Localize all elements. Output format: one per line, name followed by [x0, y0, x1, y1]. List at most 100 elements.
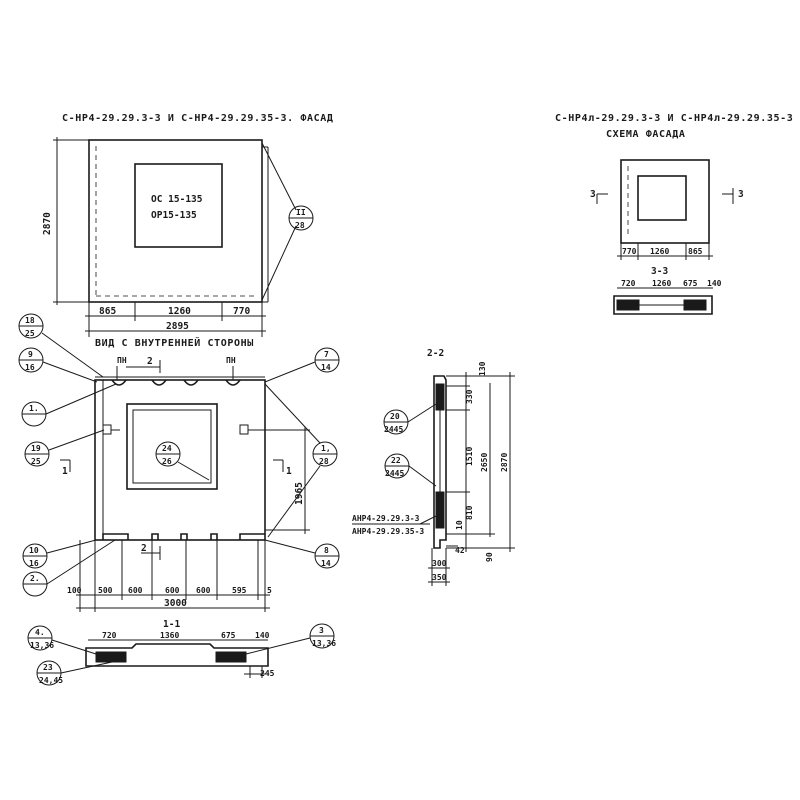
- callout-2: 2.: [22, 539, 116, 597]
- svg-text:2445: 2445: [385, 469, 404, 478]
- facade-dim-total: 2895: [166, 321, 189, 332]
- sec11-dim-1360: 1360: [160, 631, 179, 640]
- inner-center-top: 24: [162, 444, 172, 453]
- inner-cut2-bot: 2: [141, 543, 147, 554]
- inner-dim-600-b: 600: [165, 586, 180, 595]
- sec11-dim-140: 140: [255, 631, 270, 640]
- svg-text:8: 8: [324, 546, 329, 555]
- svg-text:2445: 2445: [384, 425, 403, 434]
- svg-text:25: 25: [31, 457, 41, 466]
- inner-cut1-right: 1: [286, 466, 292, 477]
- sec11-dim-245: 245: [260, 669, 275, 678]
- section-2-2-title: 2-2: [427, 348, 444, 359]
- sec11-dim-675: 675: [221, 631, 236, 640]
- inner-pn-left: ПН: [117, 356, 127, 365]
- sec11-dim-720: 720: [102, 631, 117, 640]
- right-sec-dim-675: 675: [683, 279, 698, 288]
- svg-text:20: 20: [390, 412, 400, 421]
- right-dim-1260: 1260: [650, 247, 669, 256]
- callout-22-2445: 22 2445: [384, 453, 437, 487]
- sec22-dim-90: 90: [485, 552, 494, 562]
- svg-text:28: 28: [319, 457, 329, 466]
- facade-dim-865: 865: [99, 306, 116, 317]
- inner-dim-100: 100: [67, 586, 82, 595]
- window-label-1: ОС 15-135: [151, 194, 203, 205]
- right-cut-left: 3: [590, 189, 596, 200]
- callout-9-16: 9 16: [18, 347, 98, 383]
- inner-view: ПН ПН 2 2 1 1 1965 24 26: [60, 356, 310, 612]
- sec22-dim-42: 42: [455, 546, 465, 555]
- sec22-dim-300: 300: [432, 559, 447, 568]
- callout-23-24-45: 23 24,45: [36, 660, 113, 686]
- right-sec-dim-720: 720: [621, 279, 636, 288]
- callout-3-13-36: 3 13,36: [245, 623, 336, 655]
- right-dim-865: 865: [688, 247, 703, 256]
- facade-dim-1260: 1260: [168, 306, 191, 317]
- svg-text:13,36: 13,36: [312, 639, 336, 648]
- facade-dim-770: 770: [233, 306, 250, 317]
- sec22-label-1: АНР4-29.29.3-3: [352, 514, 420, 523]
- svg-text:16: 16: [29, 559, 39, 568]
- svg-text:13,36: 13,36: [30, 641, 54, 650]
- right-cut-right: 3: [738, 189, 744, 200]
- right-title: С-НР4л-29.29.3-3 И С-НР4л-29.29.35-3: [555, 113, 793, 124]
- window-opening: [134, 163, 223, 248]
- main-title: С-НР4-29.29.3-3 И С-НР4-29.29.35-3. ФАСА…: [62, 113, 333, 124]
- svg-text:1.: 1.: [29, 404, 39, 413]
- inner-view-title: ВИД С ВНУТРЕННЕЙ СТОРОНЫ: [95, 336, 254, 349]
- right-dim-770: 770: [622, 247, 637, 256]
- facade-callout-bot: 28: [295, 221, 305, 230]
- callout-10-16: 10 16: [22, 539, 97, 569]
- section-1-1: 720 1360 675 140 245: [85, 631, 275, 678]
- right-section-3-3: 3-3: [651, 266, 668, 277]
- sec22-dim-2870: 2870: [500, 453, 509, 472]
- facade-height-label: 2870: [42, 212, 53, 235]
- callout-1-28: 1, 28: [264, 383, 338, 538]
- inner-dim-500: 500: [98, 586, 113, 595]
- section-1-1-title: 1-1: [163, 619, 180, 630]
- svg-text:25: 25: [25, 329, 35, 338]
- svg-text:3: 3: [319, 626, 324, 635]
- callout-1: 1.: [21, 383, 117, 427]
- inner-dim-600-c: 600: [196, 586, 211, 595]
- sec22-dim-810: 810: [465, 505, 474, 520]
- sec22-dim-2650: 2650: [480, 453, 489, 472]
- svg-text:4.: 4.: [35, 628, 45, 637]
- callout-19-25: 19 25: [24, 429, 105, 467]
- callout-4-13-36: 4. 13,36: [27, 625, 97, 655]
- callout-8-14: 8 14: [264, 539, 340, 569]
- callout-20-2445: 20 2445: [383, 403, 437, 435]
- svg-text:23: 23: [43, 663, 53, 672]
- inner-center-bot: 26: [162, 457, 172, 466]
- svg-text:10: 10: [29, 546, 39, 555]
- sec22-dim-10: 10: [455, 520, 464, 530]
- svg-text:7: 7: [324, 350, 329, 359]
- sec22-dim-1510: 1510: [465, 447, 474, 466]
- facade-view: ОС 15-135 ОР15-135 2870 865 1260 770 289…: [42, 137, 314, 337]
- svg-text:2.: 2.: [30, 574, 40, 583]
- callout-18-25: 18 25: [18, 313, 104, 378]
- inner-dim-600-a: 600: [128, 586, 143, 595]
- sec22-dim-350: 350: [432, 573, 447, 582]
- section-2-2: 130 330 1510 810 90 2650 2870 10 42 300 …: [352, 361, 515, 586]
- right-facade-scheme: 3 3 770 1260 865 3-3 720 1260 675 140: [590, 159, 744, 315]
- svg-text:14: 14: [321, 363, 331, 372]
- inner-dim-595: 595: [232, 586, 247, 595]
- inner-dim-5: 5: [267, 586, 272, 595]
- callout-7-14: 7 14: [264, 347, 340, 383]
- sec22-dim-130: 130: [478, 361, 487, 376]
- facade-callout-top: II: [296, 208, 306, 217]
- inner-cut2-top: 2: [147, 356, 153, 367]
- inner-dim-total: 3000: [164, 598, 187, 609]
- inner-pn-right: ПН: [226, 356, 236, 365]
- svg-text:22: 22: [391, 456, 401, 465]
- svg-text:24,45: 24,45: [39, 676, 63, 685]
- svg-text:19: 19: [31, 444, 41, 453]
- svg-text:18: 18: [25, 316, 35, 325]
- window-label-2: ОР15-135: [151, 210, 197, 221]
- svg-text:9: 9: [28, 350, 33, 359]
- inner-cut1-left: 1: [62, 466, 68, 477]
- right-sec-dim-1260: 1260: [652, 279, 671, 288]
- right-subtitle: СХЕМА ФАСАДА: [606, 129, 685, 140]
